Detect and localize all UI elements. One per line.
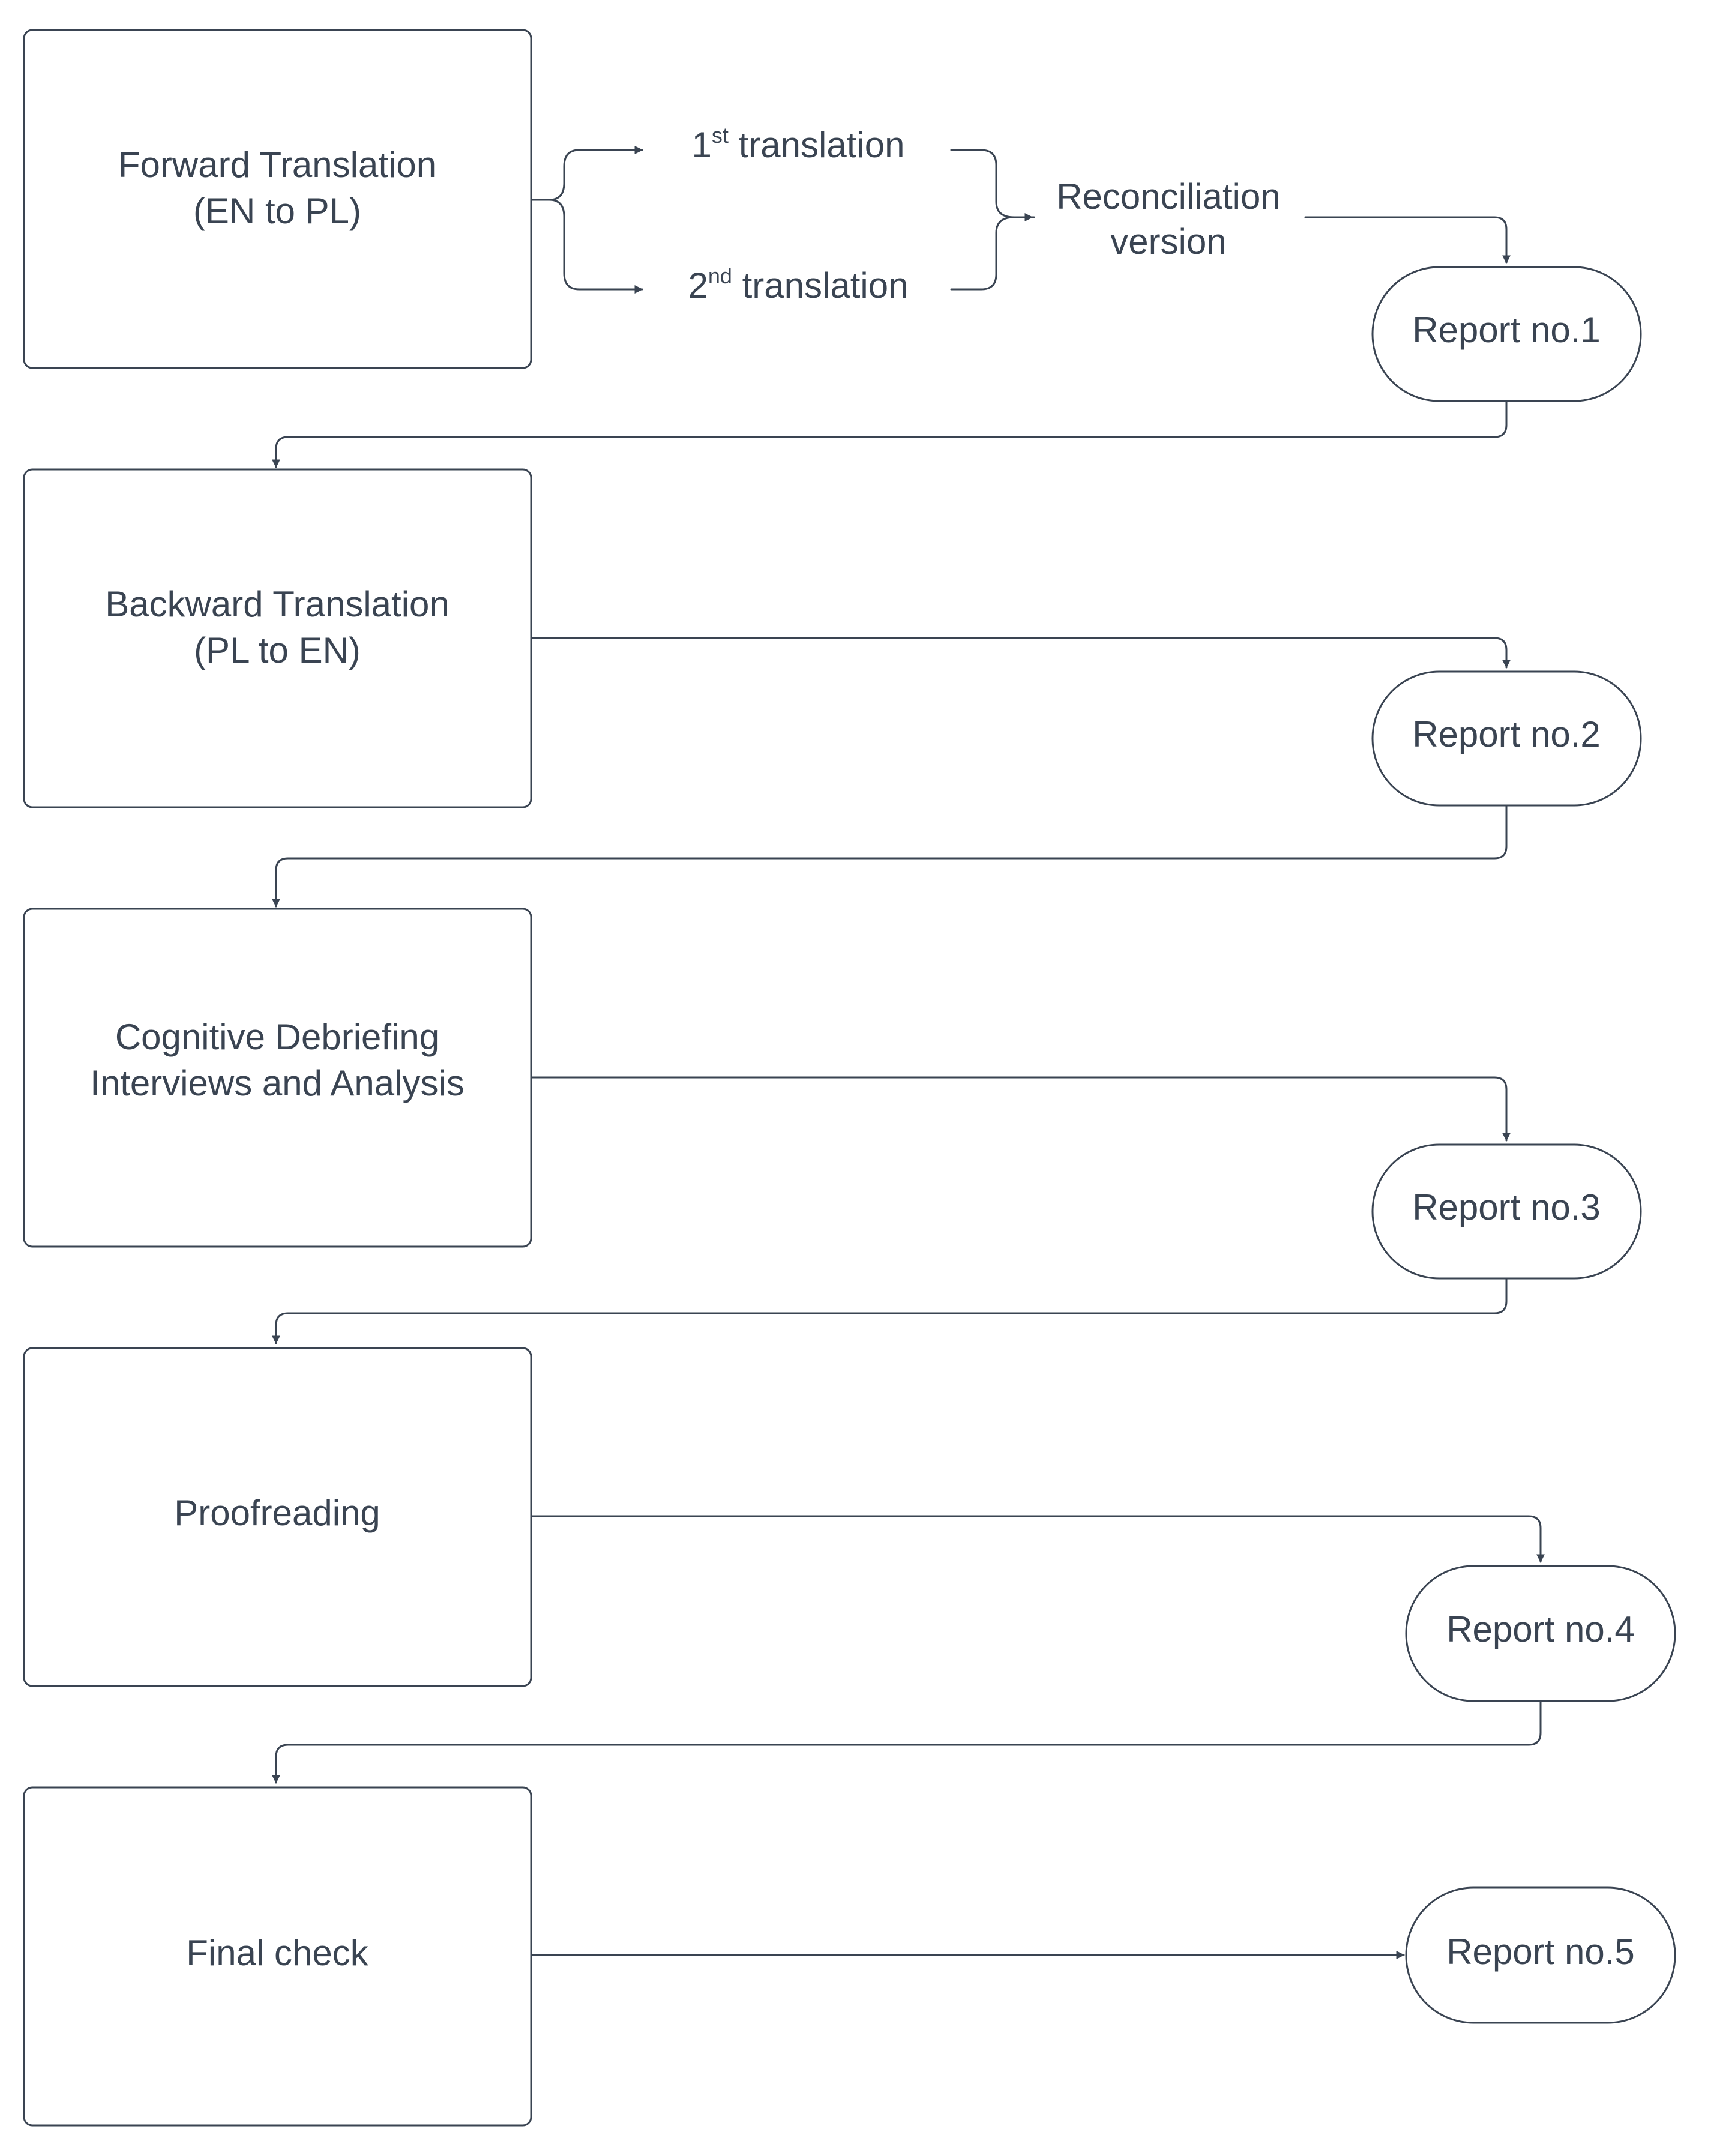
report-1: Report no.1	[1371, 266, 1642, 402]
report-5: Report no.5	[1405, 1886, 1676, 2024]
split-connector-lower	[548, 199, 643, 294]
report-pill	[1405, 1565, 1676, 1702]
report-3-to-proofreading-arrow	[272, 1277, 1508, 1344]
backward-to-report-2-arrow	[530, 637, 1511, 669]
second-translation-label: 2nd translation	[688, 263, 909, 306]
step-label-line-2: (EN to PL)	[193, 191, 361, 231]
report-4-to-final-check-arrow	[272, 1700, 1542, 1784]
report-pill	[1371, 266, 1642, 402]
split-connector	[530, 146, 643, 201]
step-label: Proofreading	[174, 1493, 380, 1533]
reconciliation-version: Reconciliation version	[1056, 176, 1281, 262]
report-4: Report no.4	[1405, 1565, 1676, 1702]
report-pill	[1371, 670, 1642, 807]
first-translation-label: 1st translation	[692, 123, 905, 165]
report-pill	[1405, 1886, 1676, 2024]
reconciliation-label-line-1: Reconciliation	[1056, 176, 1281, 217]
cognitive-to-report-3-arrow	[530, 1076, 1511, 1142]
step-box	[23, 468, 532, 808]
connectors	[272, 146, 1545, 1959]
step-box	[23, 1347, 532, 1687]
step-proofreading: Proofreading	[23, 1347, 532, 1687]
report-3: Report no.3	[1371, 1143, 1642, 1280]
report-1-to-backward-arrow	[272, 400, 1508, 468]
reconciliation-to-report-1-arrow	[1304, 216, 1511, 264]
reconciliation-label-line-2: version	[1110, 221, 1226, 262]
merge-connector	[950, 149, 1035, 218]
report-label: Report no.5	[1446, 1932, 1635, 1972]
report-pill	[1371, 1143, 1642, 1280]
report-2-to-cognitive-arrow	[272, 804, 1508, 908]
merge-connector-lower	[950, 213, 1033, 291]
report-2: Report no.2	[1371, 670, 1642, 807]
step-box	[23, 908, 532, 1248]
step-label-line-1: Cognitive Debriefing	[115, 1017, 439, 1057]
step-label-line-1: Backward Translation	[105, 584, 450, 624]
step-box	[23, 29, 532, 369]
report-label: Report no.1	[1412, 310, 1601, 350]
step-forward-translation: Forward Translation (EN to PL)	[23, 29, 532, 369]
report-label: Report no.2	[1412, 714, 1601, 754]
step-final-check: Final check	[23, 1786, 532, 2127]
step-cognitive-debriefing: Cognitive Debriefing Interviews and Anal…	[23, 908, 532, 1248]
step-label-line-1: Forward Translation	[118, 145, 436, 185]
step-box	[23, 1786, 532, 2127]
step-label: Final check	[186, 1933, 368, 1973]
report-label: Report no.4	[1446, 1609, 1635, 1649]
proofreading-to-report-4-arrow	[530, 1515, 1545, 1563]
step-label-line-2: Interviews and Analysis	[90, 1063, 465, 1103]
step-backward-translation: Backward Translation (PL to EN)	[23, 468, 532, 808]
report-label: Report no.3	[1412, 1187, 1601, 1227]
step-label-line-2: (PL to EN)	[194, 630, 361, 670]
